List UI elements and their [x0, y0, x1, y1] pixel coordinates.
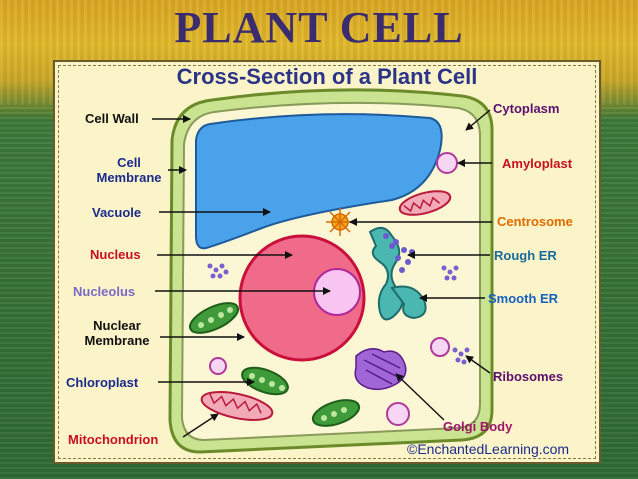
label-nuclear-membrane-line2: Membrane — [84, 333, 150, 348]
label-amyloplast: Amyloplast — [502, 156, 573, 171]
label-smooth-er: Smooth ER — [488, 291, 559, 306]
pointer-ribosomes — [465, 355, 491, 374]
pointer-golgi-body — [395, 373, 445, 421]
label-chloroplast: Chloroplast — [66, 375, 139, 390]
label-cell-wall: Cell Wall — [85, 111, 139, 126]
chloroplast-shape — [241, 366, 289, 396]
nucleolus-shape — [313, 268, 361, 316]
centrosome-shape — [326, 208, 354, 236]
label-nuclear-membrane-line1: Nuclear — [93, 318, 141, 333]
label-cell-membrane-line2: Membrane — [96, 170, 162, 185]
label-nucleolus: Nucleolus — [73, 284, 136, 299]
label-cell-membrane: Cell Membrane — [88, 155, 170, 185]
label-rough-er: Rough ER — [494, 248, 557, 263]
label-golgi-body: Golgi Body — [443, 419, 513, 434]
label-cytoplasm: Cytoplasm — [493, 101, 560, 116]
pointer-mitochondrion — [182, 413, 219, 438]
mitochondrion-shape — [200, 391, 274, 421]
label-nuclear-membrane: Nuclear Membrane — [74, 318, 160, 348]
label-ribosomes: Ribosomes — [493, 369, 564, 384]
pointer-cytoplasm — [465, 109, 491, 131]
golgi-body-shape — [354, 348, 407, 391]
amyloplast-shape — [436, 152, 458, 174]
label-vacuole: Vacuole — [92, 205, 142, 220]
label-centrosome: Centrosome — [497, 214, 573, 229]
credit-text: ©EnchantedLearning.com — [407, 441, 570, 457]
label-mitochondrion: Mitochondrion — [68, 432, 159, 447]
vacuole-shape — [195, 113, 443, 250]
rough-er-shape — [368, 226, 427, 321]
label-cell-membrane-line1: Cell — [117, 155, 141, 170]
nucleus-shape — [238, 234, 366, 362]
slide-title: PLANT CELL — [174, 3, 464, 52]
diagram-title: Cross-Section of a Plant Cell — [176, 64, 478, 89]
label-nucleus: Nucleus — [90, 247, 141, 262]
